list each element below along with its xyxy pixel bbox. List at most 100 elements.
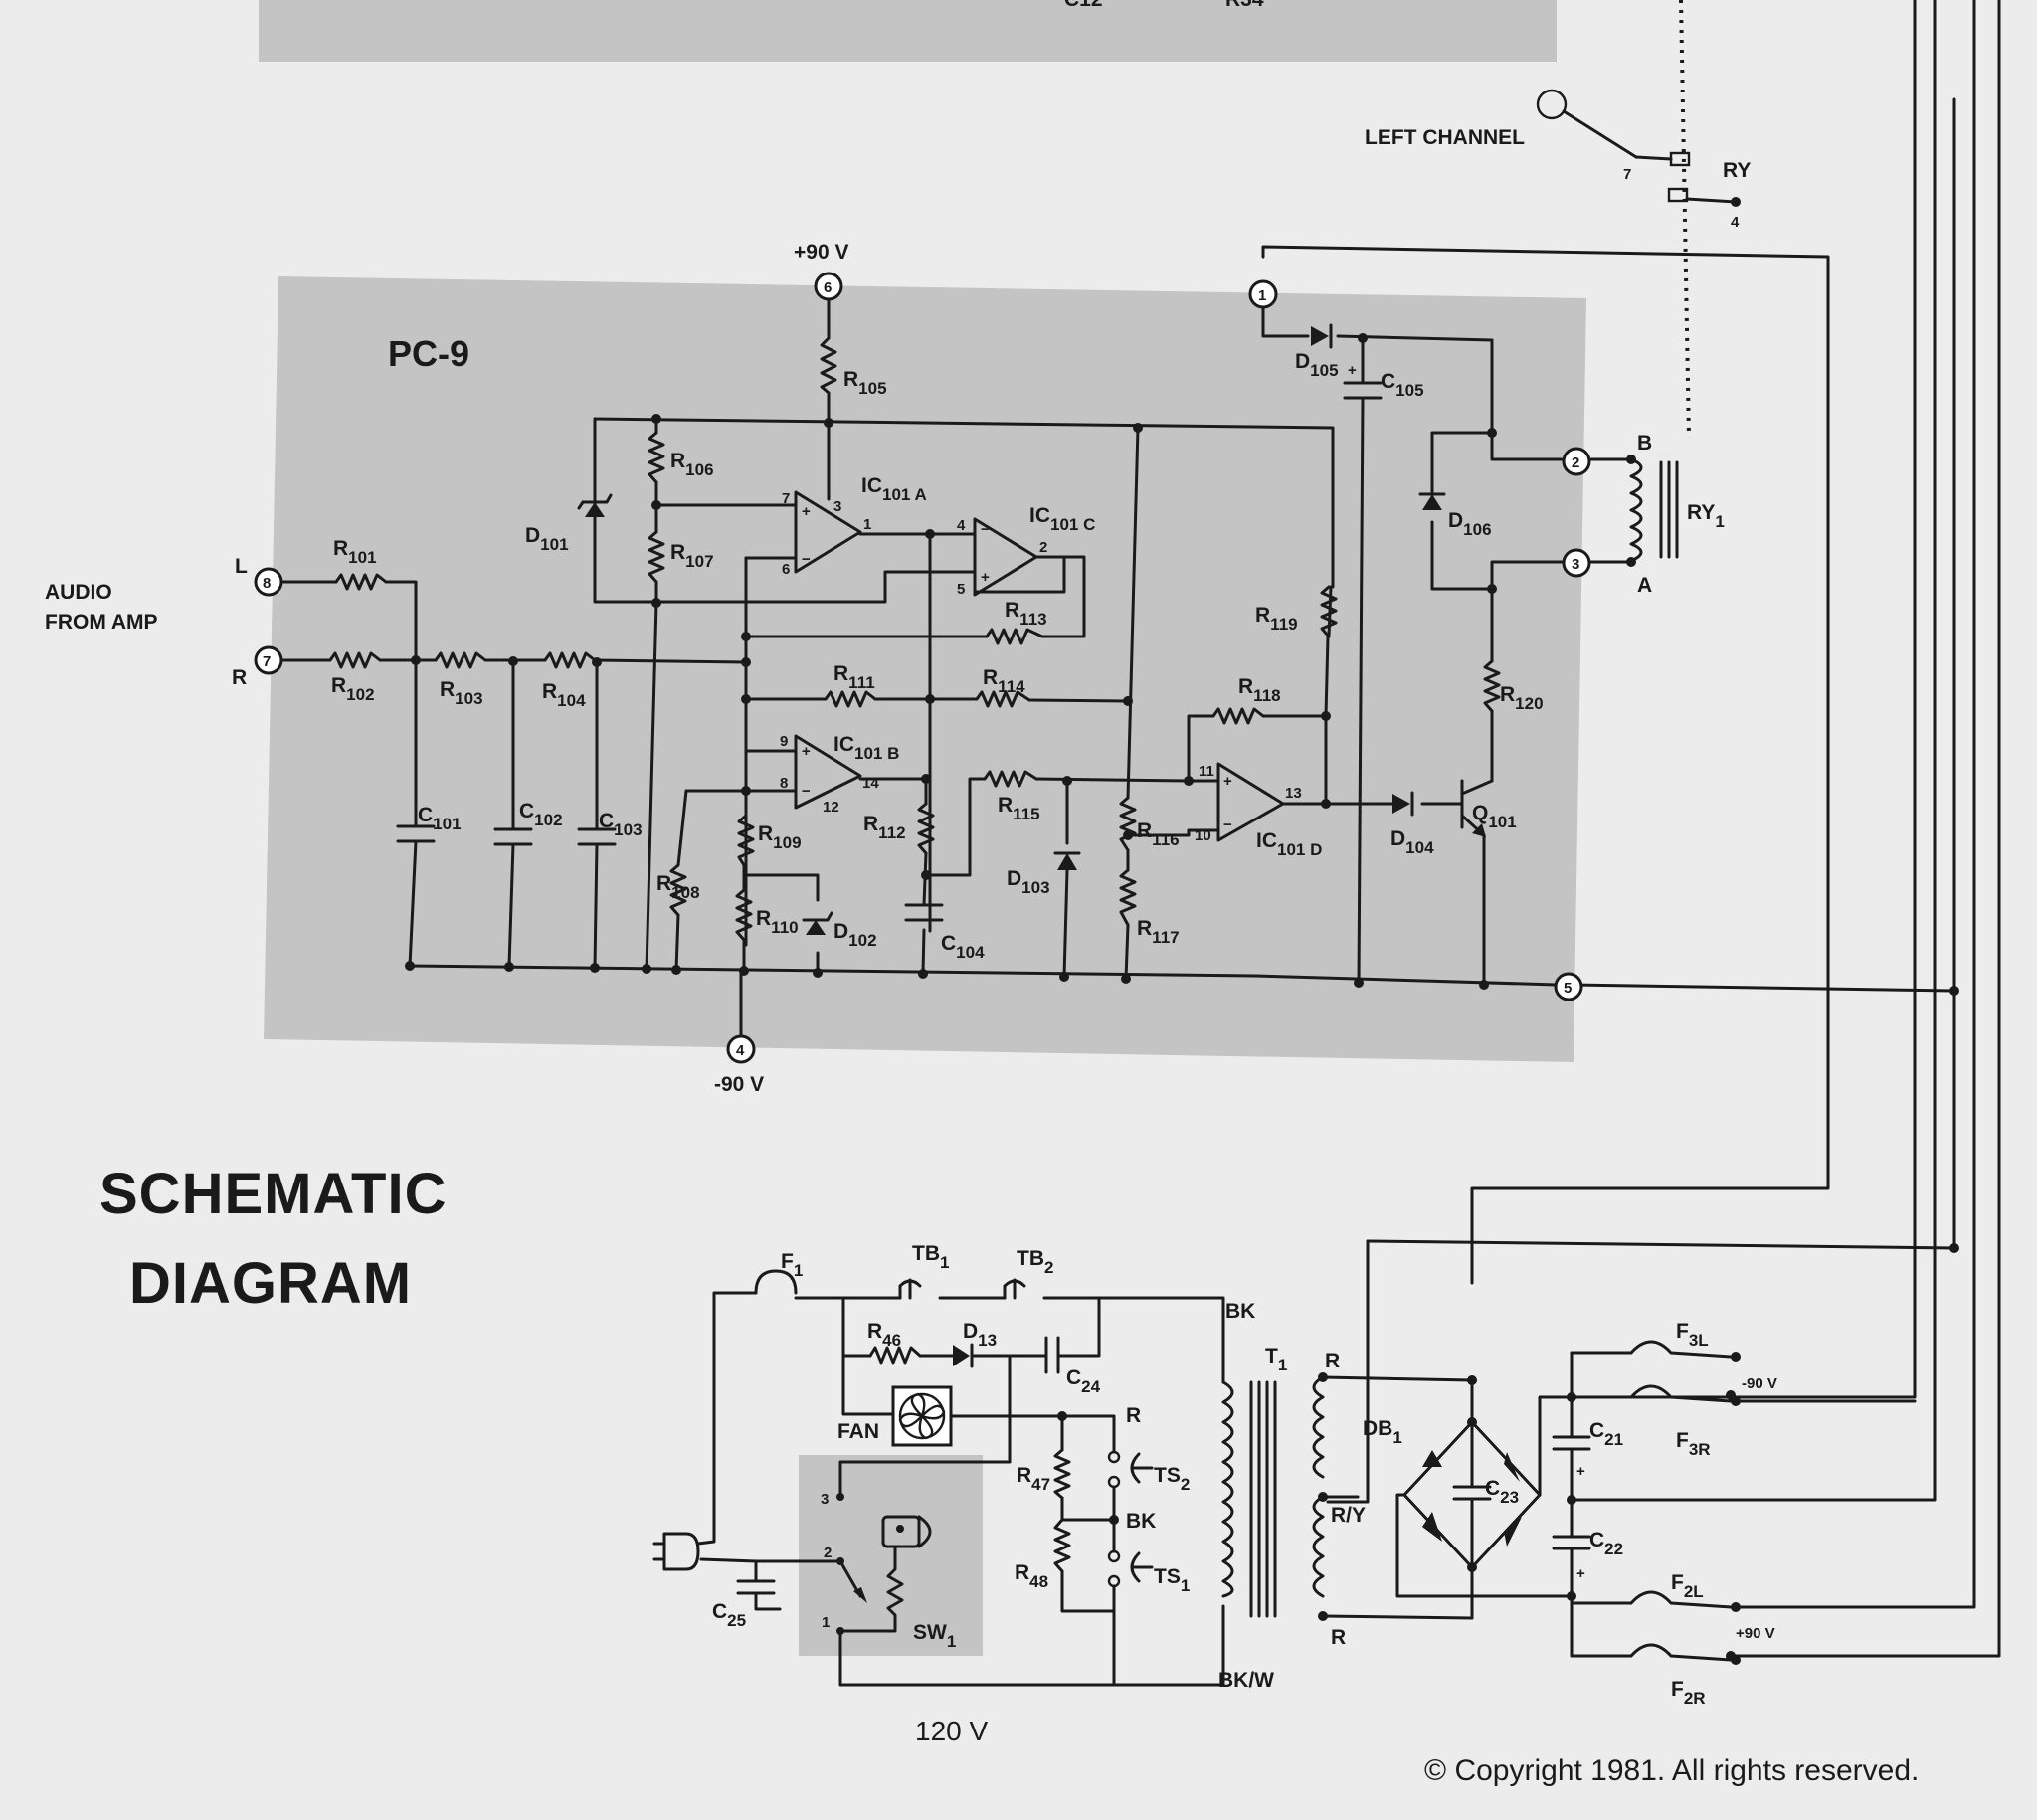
q101-symbol bbox=[1460, 779, 1494, 837]
fuse-pos-label: +90 V bbox=[1736, 1625, 1775, 1642]
designator-r106: R106 bbox=[670, 450, 714, 479]
designator-r104: R104 bbox=[542, 680, 586, 710]
bk2-label: BK bbox=[1126, 1510, 1156, 1533]
designator-ic101b: IC101 B bbox=[833, 733, 899, 763]
r103-symbol bbox=[434, 651, 487, 669]
designator-f3r: F3R bbox=[1676, 1429, 1711, 1459]
label-c12: C12 bbox=[1064, 0, 1103, 11]
designator-q101: Q101 bbox=[1472, 802, 1517, 831]
designator-c102: C102 bbox=[519, 800, 563, 829]
relay-contacts bbox=[1536, 0, 1741, 439]
ry-pin7: 7 bbox=[1623, 166, 1631, 183]
ic-pin-b9: 9 bbox=[780, 733, 788, 750]
pin8-text: 8 bbox=[263, 575, 271, 592]
designator-ry1: RY1 bbox=[1687, 501, 1725, 531]
designator-tb1: TB1 bbox=[912, 1242, 949, 1272]
r118-symbol bbox=[1211, 707, 1265, 725]
resistors bbox=[328, 336, 1501, 942]
designator-c21: C21 bbox=[1589, 1419, 1623, 1449]
designator-r110: R110 bbox=[756, 907, 799, 937]
r111-symbol bbox=[824, 690, 877, 708]
sw-pin2: 2 bbox=[824, 1545, 832, 1561]
power-wiring bbox=[652, 1241, 1976, 1687]
diodes bbox=[577, 323, 1446, 935]
designator-ic101d: IC101 D bbox=[1256, 829, 1322, 859]
designator-r46: R46 bbox=[867, 1320, 901, 1350]
ic-pin-a1: 1 bbox=[863, 516, 871, 533]
r101-symbol bbox=[334, 573, 388, 591]
pin6-text: 6 bbox=[824, 279, 832, 296]
designator-d13: D13 bbox=[963, 1320, 997, 1350]
labels: C12 R34 PC-9 +90 V -90 V AUDIO FROM AMP … bbox=[45, 0, 1751, 1096]
r117-symbol bbox=[1119, 868, 1137, 927]
right-input-label: R bbox=[232, 666, 247, 689]
audio-label-line1: AUDIO bbox=[45, 581, 112, 604]
r-fan-label: R bbox=[1126, 1404, 1141, 1427]
designator-c23: C23 bbox=[1485, 1477, 1519, 1507]
designator-c22: C22 bbox=[1589, 1529, 1623, 1558]
ic-pin-d11: 11 bbox=[1199, 763, 1214, 780]
designator-r114: R114 bbox=[983, 666, 1025, 696]
svg-text:+: + bbox=[1223, 773, 1232, 790]
left-input-label: L bbox=[235, 555, 248, 578]
designator-r101: R101 bbox=[333, 537, 377, 567]
designator-c24: C24 bbox=[1066, 1366, 1101, 1396]
label-r34: R34 bbox=[1225, 0, 1264, 11]
designator-r120: R120 bbox=[1500, 683, 1544, 713]
left-channel-label: LEFT CHANNEL bbox=[1365, 126, 1525, 149]
designator-r48: R48 bbox=[1015, 1561, 1048, 1591]
designator-r108: R108 bbox=[656, 872, 700, 902]
designator-d103: D103 bbox=[1007, 867, 1050, 897]
ic101c-symbol bbox=[973, 517, 1038, 597]
designator-tb2: TB2 bbox=[1017, 1247, 1053, 1277]
designator-r105: R105 bbox=[843, 368, 887, 398]
designator-r107: R107 bbox=[670, 541, 714, 571]
pin5-text: 5 bbox=[1564, 980, 1572, 997]
ic-pin-d10: 10 bbox=[1195, 827, 1211, 844]
r102-symbol bbox=[328, 651, 382, 669]
ry-tap-label: R/Y bbox=[1331, 1504, 1366, 1527]
ic-pin-b8: 8 bbox=[780, 775, 788, 792]
ic-pin-c4: 4 bbox=[957, 517, 966, 534]
designator-d104: D104 bbox=[1390, 827, 1434, 857]
c22-plus: + bbox=[1576, 1565, 1585, 1582]
designator-d105: D105 bbox=[1295, 350, 1339, 380]
r-bot-label: R bbox=[1331, 1626, 1346, 1649]
designator-c104: C104 bbox=[941, 932, 985, 962]
pin1-text: 1 bbox=[1258, 287, 1266, 304]
designator-sw1: SW1 bbox=[913, 1621, 956, 1651]
r-top-label: R bbox=[1325, 1350, 1340, 1372]
pin4-text: 4 bbox=[736, 1042, 745, 1059]
fuse-neg-label: -90 V bbox=[1742, 1375, 1777, 1392]
designator-ts2: TS2 bbox=[1154, 1464, 1190, 1494]
designator-r113: R113 bbox=[1005, 599, 1047, 629]
board-name: PC-9 bbox=[388, 333, 469, 374]
coil-a: A bbox=[1637, 574, 1652, 597]
ic-pin-a6: 6 bbox=[782, 561, 790, 578]
r116-symbol bbox=[1119, 796, 1137, 852]
op-amps: +− −+ +− +− bbox=[794, 490, 1285, 842]
title-line2: DIAGRAM bbox=[129, 1251, 412, 1316]
designator-d102: D102 bbox=[833, 920, 877, 950]
designator-r117: R117 bbox=[1137, 917, 1180, 947]
designator-c103: C103 bbox=[599, 810, 643, 839]
bk-label: BK bbox=[1225, 1300, 1255, 1323]
designator-r47: R47 bbox=[1017, 1464, 1050, 1494]
designator-r111: R111 bbox=[833, 662, 875, 692]
coil-b: B bbox=[1637, 432, 1652, 455]
sw1-shade bbox=[799, 1455, 983, 1656]
bkw-label: BK/W bbox=[1218, 1669, 1274, 1692]
capacitors bbox=[396, 381, 1383, 922]
designator-db1: DB1 bbox=[1363, 1417, 1402, 1447]
title-line1: SCHEMATIC bbox=[99, 1162, 447, 1226]
pin7-text: 7 bbox=[263, 653, 271, 670]
ic-pin-a7: 7 bbox=[782, 490, 790, 507]
connector-pins bbox=[254, 272, 1591, 1064]
designator-r112: R112 bbox=[863, 813, 906, 842]
r108-symbol bbox=[669, 863, 687, 917]
r107-symbol bbox=[648, 530, 665, 584]
svg-text:+: + bbox=[802, 743, 811, 760]
fan-label: FAN bbox=[837, 1420, 879, 1443]
designator-c105: C105 bbox=[1381, 370, 1424, 400]
